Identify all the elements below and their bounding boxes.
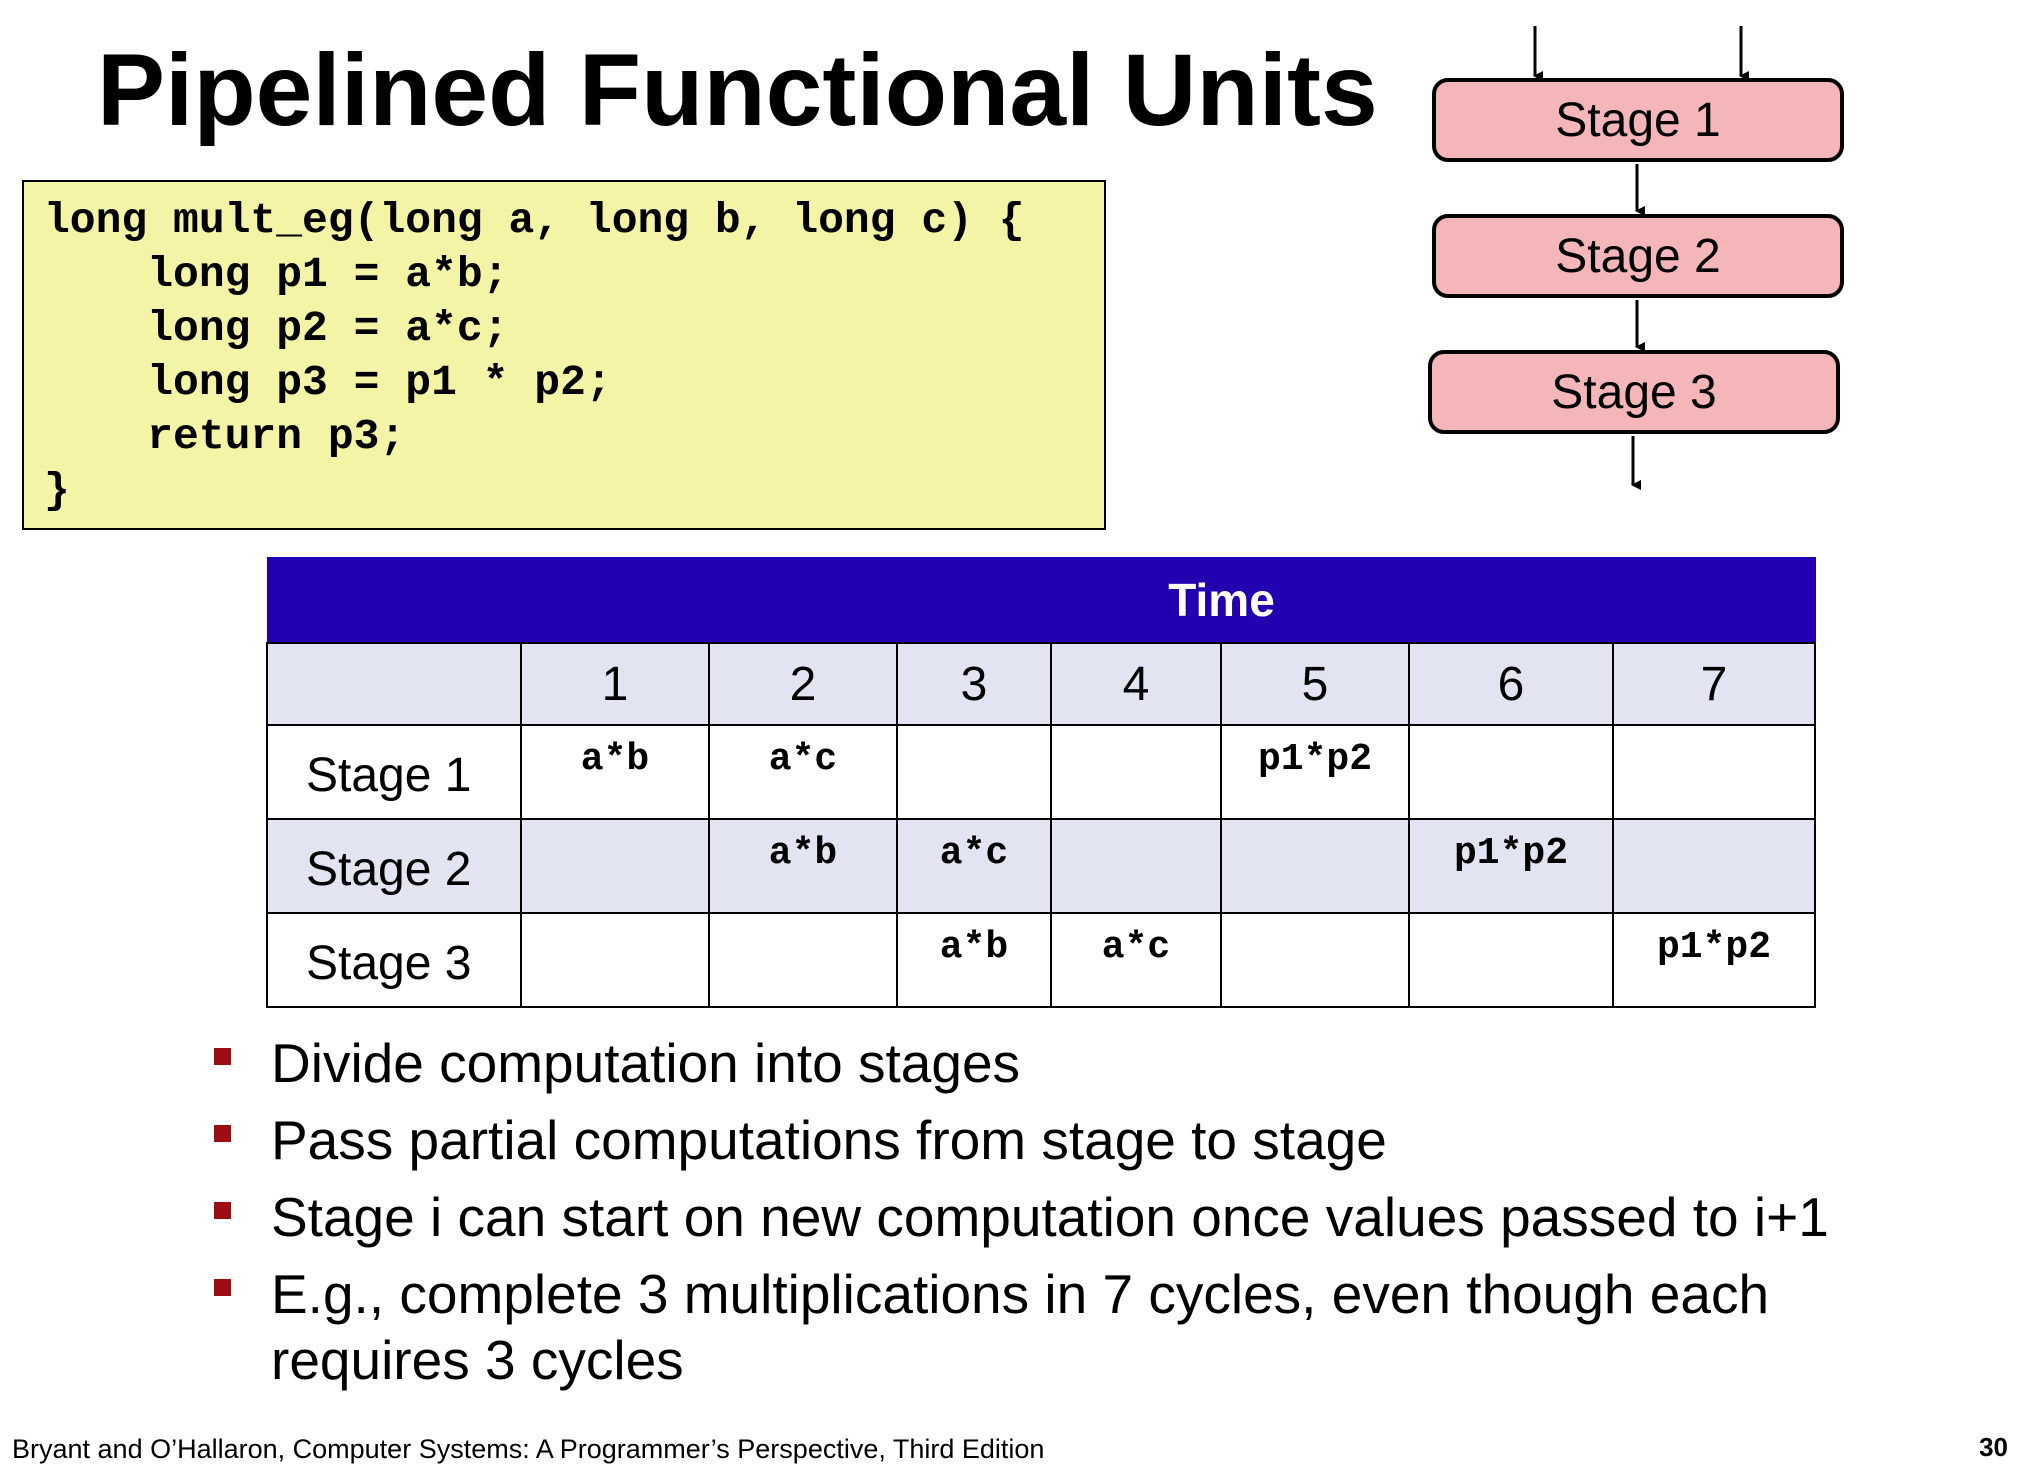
table-cell (896, 724, 1052, 820)
column-header: 2 (708, 642, 898, 726)
pipeline-stage-1: Stage 1 (1432, 78, 1844, 162)
bullet-item: E.g., complete 3 multiplications in 7 cy… (210, 1261, 1830, 1393)
code-line: } (44, 466, 70, 515)
footer-citation: Bryant and O’Hallaron, Computer Systems:… (12, 1434, 1045, 1464)
pipeline-schedule-table: Time 1 2 3 4 5 6 7 Stage 1 a*b a*c p1*p2… (266, 557, 1817, 1008)
pipeline-stage-3: Stage 3 (1428, 350, 1840, 434)
column-header: 5 (1220, 642, 1410, 726)
bullet-item: Divide computation into stages (210, 1030, 1830, 1096)
table-cell (1220, 818, 1410, 914)
column-header: 7 (1611, 642, 1817, 726)
table-cell: a*b (708, 818, 898, 914)
table-cell: a*b (520, 724, 710, 820)
table-cell (1050, 724, 1222, 820)
square-bullet-icon (214, 1125, 231, 1142)
table-cell: p1*p2 (1611, 912, 1817, 1008)
corner-cell (266, 642, 522, 726)
row-label: Stage 2 (266, 818, 522, 914)
pipeline-arrows (1533, 26, 1749, 490)
column-header: 6 (1408, 642, 1614, 726)
table-cell (520, 912, 710, 1008)
bullet-item: Pass partial computations from stage to … (210, 1107, 1830, 1173)
table-cell (1050, 818, 1222, 914)
table-cell (708, 912, 898, 1008)
bullet-list: Divide computation into stages Pass part… (210, 1030, 1830, 1404)
bullet-text: Pass partial computations from stage to … (271, 1109, 1387, 1171)
time-header: Time (266, 557, 1816, 644)
code-line: long p3 = p1 * p2; (44, 358, 612, 407)
code-block: long mult_eg(long a, long b, long c) { l… (22, 180, 1106, 530)
table-row: Stage 3 a*b a*c p1*p2 (266, 912, 1817, 1008)
table-cell (1611, 724, 1817, 820)
time-header-row: Time (266, 557, 1816, 644)
bullet-text: E.g., complete 3 multiplications in 7 cy… (271, 1263, 1770, 1391)
table-cell: a*c (1050, 912, 1222, 1008)
table-cell (1408, 912, 1614, 1008)
code-line: long p1 = a*b; (44, 250, 509, 299)
column-number-row: 1 2 3 4 5 6 7 (266, 642, 1817, 726)
square-bullet-icon (214, 1279, 231, 1296)
column-header: 3 (896, 642, 1052, 726)
table-row: Stage 2 a*b a*c p1*p2 (266, 818, 1817, 914)
table-cell: a*c (896, 818, 1052, 914)
table-cell: a*c (708, 724, 898, 820)
code-line: return p3; (44, 412, 406, 461)
column-header: 4 (1050, 642, 1222, 726)
slide-title: Pipelined Functional Units (97, 33, 1378, 147)
bullet-item: Stage i can start on new computation onc… (210, 1184, 1830, 1250)
table-row: Stage 1 a*b a*c p1*p2 (266, 724, 1817, 820)
square-bullet-icon (214, 1048, 231, 1065)
page-number: 30 (1979, 1432, 2008, 1462)
table-cell (1220, 912, 1410, 1008)
square-bullet-icon (214, 1202, 231, 1219)
row-label: Stage 1 (266, 724, 522, 820)
bullet-text: Divide computation into stages (271, 1032, 1021, 1094)
table-cell: p1*p2 (1220, 724, 1410, 820)
table-cell (1408, 724, 1614, 820)
row-label: Stage 3 (266, 912, 522, 1008)
code-line: long p2 = a*c; (44, 304, 509, 353)
pipeline-stage-2: Stage 2 (1432, 214, 1844, 298)
table-cell: p1*p2 (1408, 818, 1614, 914)
table-cell (1611, 818, 1817, 914)
table-cell (520, 818, 710, 914)
column-header: 1 (520, 642, 710, 726)
bullet-text: Stage i can start on new computation onc… (271, 1186, 1829, 1248)
table-cell: a*b (896, 912, 1052, 1008)
code-line: long mult_eg(long a, long b, long c) { (44, 196, 1025, 245)
